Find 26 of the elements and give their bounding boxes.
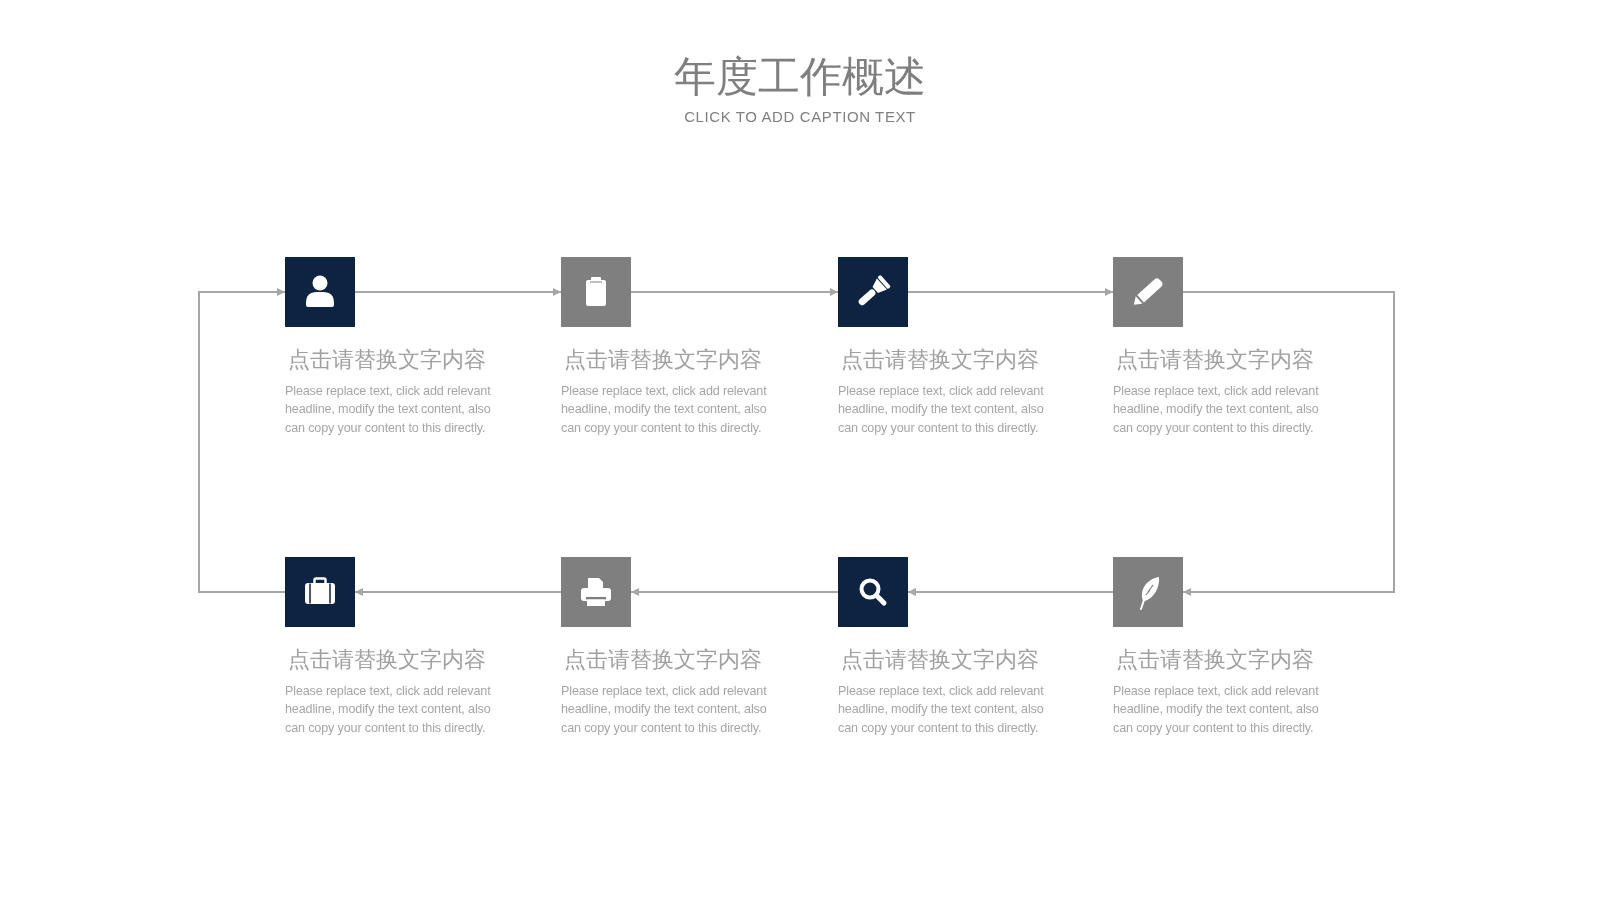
- step-heading: 点击请替换文字内容: [287, 346, 486, 374]
- flow-arrow: [354, 288, 562, 296]
- step-description: Please replace text, click add relevant headline, modify the text content, also can copy your content to this directly.: [1113, 683, 1320, 737]
- step-heading: 点击请替换文字内容: [287, 646, 486, 674]
- subtitle: CLICK TO ADD CAPTION TEXT: [684, 108, 916, 126]
- step-description: Please replace text, click add relevant headline, modify the text content, also can copy your content to this directly.: [1113, 383, 1320, 437]
- flow-arrow: [630, 288, 839, 296]
- step-heading: 点击请替换文字内容: [840, 646, 1039, 674]
- flow-arrow: [907, 288, 1114, 296]
- flow-arrow: [1182, 291, 1395, 596]
- step-heading: 点击请替换文字内容: [563, 646, 762, 674]
- step-description: Please replace text, click add relevant headline, modify the text content, also can copy your content to this directly.: [285, 683, 492, 737]
- step-heading: 点击请替换文字内容: [563, 346, 762, 374]
- step-description: Please replace text, click add relevant headline, modify the text content, also can copy your content to this directly.: [838, 383, 1045, 437]
- flow-arrow: [630, 588, 839, 596]
- flow-arrow: [354, 588, 562, 596]
- step-description: Please replace text, click add relevant headline, modify the text content, also can copy your content to this directly.: [561, 683, 768, 737]
- flow-arrow: [198, 288, 286, 593]
- step-description: Please replace text, click add relevant headline, modify the text content, also can copy your content to this directly.: [838, 683, 1045, 737]
- title: 年度工作概述: [674, 52, 926, 102]
- step-heading: 点击请替换文字内容: [1115, 346, 1314, 374]
- step-description: Please replace text, click add relevant headline, modify the text content, also can copy your content to this directly.: [561, 383, 768, 437]
- step-heading: 点击请替换文字内容: [840, 346, 1039, 374]
- step-description: Please replace text, click add relevant headline, modify the text content, also can copy your content to this directly.: [285, 383, 492, 437]
- flow-arrow: [907, 588, 1114, 596]
- step-heading: 点击请替换文字内容: [1115, 646, 1314, 674]
